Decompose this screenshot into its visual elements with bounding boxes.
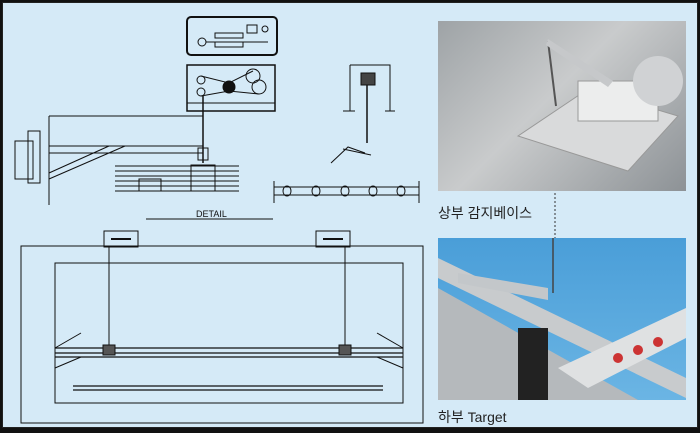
detail-label: DETAIL	[196, 209, 227, 219]
sensor-box-top-view	[186, 16, 278, 56]
technical-drawing	[14, 16, 556, 424]
photo-upper-sensor-base	[438, 21, 686, 191]
diagram-frame: DETAIL 상부 감지베이스 하부 Target	[2, 2, 698, 428]
lower-caption: 하부 Target	[438, 409, 507, 425]
bracket-arm	[14, 115, 239, 205]
end-view	[273, 64, 420, 203]
overview-drawing	[20, 230, 424, 424]
sensor-box-side-view	[186, 64, 276, 163]
photo-lower-target	[438, 238, 686, 400]
upper-caption: 상부 감지베이스	[438, 205, 533, 221]
